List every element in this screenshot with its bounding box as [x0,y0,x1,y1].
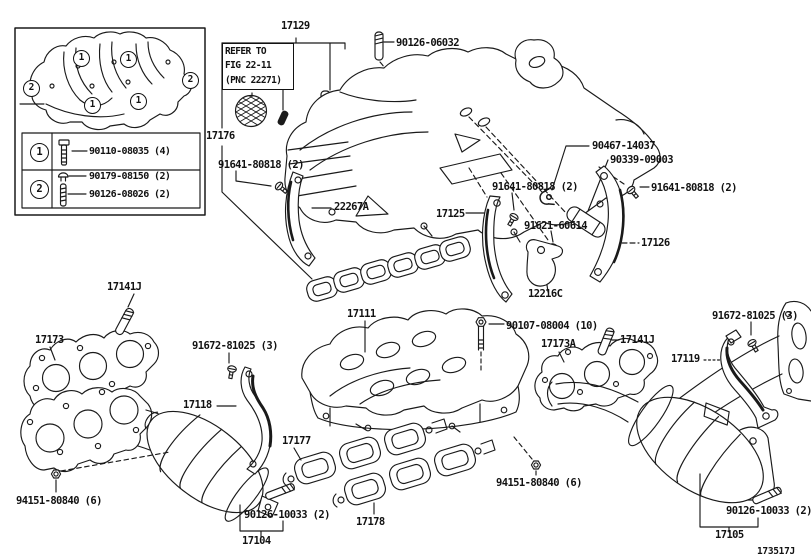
bracket-22267a [284,171,332,267]
refer-note-line: REFER TO [225,46,267,57]
part-label-91672-81025[interactable]: 91672-81025 (3) [192,340,278,352]
gasket-17178-drawing [332,439,496,515]
part-label-91621-60614[interactable]: 91621-60614 [524,220,588,232]
stud-90126-right-and-bracket-17105 [699,473,782,533]
nut-94151-right [513,436,542,476]
bolt-head-icon [57,172,69,182]
bracket-17126 [589,165,640,283]
refer-note-line: FIG 22-11 [225,60,272,72]
part-label-90126-10033[interactable]: 90126-10033 (2) [726,505,811,517]
part-label-17105[interactable]: 17105 [715,529,744,541]
refer-note: REFER TO FIG 22-11 (PNC 22271) [222,43,294,90]
part-label-17178[interactable]: 17178 [356,516,385,528]
nut-94151-left [50,451,171,493]
plenum-stud-dark [277,110,289,126]
refer-note-line: (PNC 22271) [225,74,282,86]
part-label-17141j[interactable]: 17141J [107,281,142,293]
part-label-17104[interactable]: 17104 [242,535,271,547]
legend-callout-2[interactable]: 2 [30,180,49,199]
part-label-17126[interactable]: 17126 [641,237,670,249]
part-label-90339-09003[interactable]: 90339-09003 [610,154,674,166]
manifold-17104-drawing [20,387,279,522]
stud-17141j-left [115,293,135,336]
part-label-22267a[interactable]: 22267A [334,201,369,213]
manifold-17105-drawing [546,300,811,504]
stud-90126-left-and-bracket-17104 [239,483,295,538]
bracket-17119-drawing [703,329,779,429]
plenum-drawing [284,39,661,243]
callout-1[interactable]: 1 [130,93,147,110]
part-label-91641-80818[interactable]: 91641-80818 (2) [492,181,578,193]
part-label-90126-10033[interactable]: 90126-10033 (2) [244,509,330,521]
stud-17141j-right [597,327,620,356]
bracket-17125 [465,195,513,303]
hose-90339 [566,159,609,238]
part-label-17173a[interactable]: 17173A [541,338,576,350]
bolt-91641-a [235,170,288,194]
manifold-17111-drawing [301,308,530,433]
part-label-17129[interactable]: 17129 [281,20,310,32]
bracket-12216c [525,239,564,293]
part-label-94151-80840[interactable]: 94151-80840 (6) [496,477,582,489]
legend-callout-1[interactable]: 1 [30,143,49,162]
part-label-17125[interactable]: 17125 [436,208,465,220]
legend-part-number[interactable]: 90126-08026 (2) [89,189,171,200]
bolt-91641-b [507,192,519,227]
bolt-91641-c [626,185,650,199]
part-label-12216c[interactable]: 12216C [528,288,563,300]
part-label-17111[interactable]: 17111 [347,308,376,320]
callout-1[interactable]: 1 [73,50,90,67]
part-label-17173[interactable]: 17173 [35,334,64,346]
part-label-90467-14037[interactable]: 90467-14037 [592,140,656,152]
part-label-17119[interactable]: 17119 [671,353,700,365]
bolt-91672-right [747,321,759,353]
heat-insulator-disc [234,92,268,128]
figure-code: 173517J [757,546,795,557]
part-label-91641-80818[interactable]: 91641-80818 (2) [651,182,737,194]
bolt-icon [58,139,70,166]
gasket-17176-drawing [306,236,471,302]
callout-1[interactable]: 1 [120,51,137,68]
legend-part-number[interactable]: 90110-08035 (4) [89,146,171,157]
callout-2[interactable]: 2 [23,80,40,97]
bracket-17118-drawing [216,352,273,475]
callout-1[interactable]: 1 [84,97,101,114]
part-label-17177[interactable]: 17177 [282,435,311,447]
part-label-17141j[interactable]: 17141J [620,334,655,346]
part-label-90107-08004[interactable]: 90107-08004 (10) [506,320,598,332]
part-label-91672-81025[interactable]: 91672-81025 (3) [712,310,798,322]
part-label-91641-80818[interactable]: 91641-80818 (2) [218,159,304,171]
bolt-90107 [475,317,505,372]
gasket-17177-drawing [282,418,448,487]
part-label-94151-80840[interactable]: 94151-80840 (6) [16,495,102,507]
part-label-90126-06032[interactable]: 90126-06032 [396,37,460,49]
gasket-17173a-drawing [534,337,659,412]
callout-2[interactable]: 2 [182,72,199,89]
part-label-17118[interactable]: 17118 [183,399,212,411]
inset-legend-table [21,132,201,209]
stud-icon [59,183,67,207]
legend-part-number[interactable]: 90179-08150 (2) [89,171,171,182]
clamp-90467 [539,145,590,206]
part-label-17176[interactable]: 17176 [206,130,235,142]
